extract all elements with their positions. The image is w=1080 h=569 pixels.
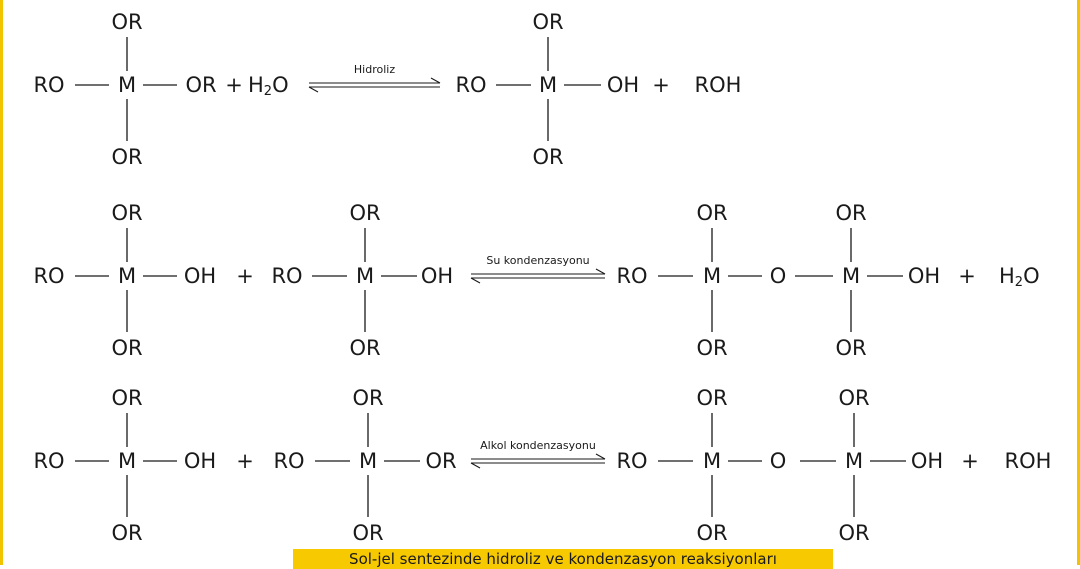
- arrow-label: Alkol kondenzasyonu: [480, 439, 596, 452]
- plus-sign: +: [236, 264, 254, 288]
- alkoxy-group-label: OR: [838, 521, 869, 545]
- alkoxy-group-label: OR: [349, 336, 380, 360]
- oxo-bridge-label: O: [770, 449, 787, 473]
- alkoxy-group-label: OR: [111, 201, 142, 225]
- plus-sign: +: [236, 449, 254, 473]
- metal-atom-label: M: [539, 73, 557, 97]
- plus-sign: +: [961, 449, 979, 473]
- alkoxy-group-label: OR: [532, 10, 563, 34]
- alkoxy-group-label: OR: [696, 521, 727, 545]
- plus-sign: +: [958, 264, 976, 288]
- arrow-label: Hidroliz: [354, 63, 395, 76]
- equilibrium-arrow: [470, 453, 606, 469]
- metal-atom-label: M: [842, 264, 860, 288]
- alkoxy-group-label: RO: [271, 264, 302, 288]
- alkoxy-group-label: OR: [696, 336, 727, 360]
- oxo-bridge-label: O: [770, 264, 787, 288]
- metal-atom-label: M: [118, 264, 136, 288]
- alkoxy-group-label: OR: [835, 336, 866, 360]
- hydroxyl-group-label: OH: [421, 264, 453, 288]
- metal-atom-label: M: [703, 264, 721, 288]
- alkoxy-group-label: OR: [838, 386, 869, 410]
- alkoxy-group-label: RO: [455, 73, 486, 97]
- alkoxy-group-label: OR: [352, 386, 383, 410]
- plus-sign: +: [225, 73, 243, 97]
- hydroxyl-group-label: OH: [184, 264, 216, 288]
- water-formula: H2O: [248, 73, 289, 99]
- alkoxy-group-label: RO: [616, 449, 647, 473]
- alkoxy-group-label: OR: [349, 201, 380, 225]
- alkoxy-group-label: OR: [352, 521, 383, 545]
- alkoxy-group-label: OR: [111, 145, 142, 169]
- metal-atom-label: M: [359, 449, 377, 473]
- alkoxy-group-label: OR: [532, 145, 563, 169]
- alkoxy-group-label: OR: [696, 386, 727, 410]
- arrow-label: Su kondenzasyonu: [486, 254, 589, 267]
- alkoxy-group-label: OR: [835, 201, 866, 225]
- hydroxyl-group-label: OH: [908, 264, 940, 288]
- plus-sign: +: [652, 73, 670, 97]
- alkoxy-group-label: OR: [425, 449, 456, 473]
- alkoxy-group-label: RO: [33, 449, 64, 473]
- metal-atom-label: M: [118, 449, 136, 473]
- alkoxy-group-label: OR: [185, 73, 216, 97]
- hydroxyl-group-label: OH: [184, 449, 216, 473]
- alkoxy-group-label: RO: [616, 264, 647, 288]
- alkoxy-group-label: OR: [111, 386, 142, 410]
- alkoxy-group-label: RO: [273, 449, 304, 473]
- equilibrium-arrow: [308, 77, 441, 93]
- metal-atom-label: M: [703, 449, 721, 473]
- alkoxy-group-label: OR: [696, 201, 727, 225]
- hydroxyl-group-label: OH: [607, 73, 639, 97]
- alkoxy-group-label: RO: [33, 264, 64, 288]
- metal-atom-label: M: [356, 264, 374, 288]
- alkoxy-group-label: OR: [111, 336, 142, 360]
- metal-atom-label: M: [845, 449, 863, 473]
- alkoxy-group-label: RO: [33, 73, 64, 97]
- alkoxy-group-label: OR: [111, 521, 142, 545]
- hydroxyl-group-label: OH: [911, 449, 943, 473]
- alcohol-product-label: ROH: [695, 73, 742, 97]
- equilibrium-arrow: [470, 268, 606, 284]
- figure-caption: Sol-jel sentezinde hidroliz ve kondenzas…: [293, 549, 833, 569]
- water-formula: H2O: [999, 264, 1040, 290]
- metal-atom-label: M: [118, 73, 136, 97]
- alcohol-product-label: ROH: [1005, 449, 1052, 473]
- alkoxy-group-label: OR: [111, 10, 142, 34]
